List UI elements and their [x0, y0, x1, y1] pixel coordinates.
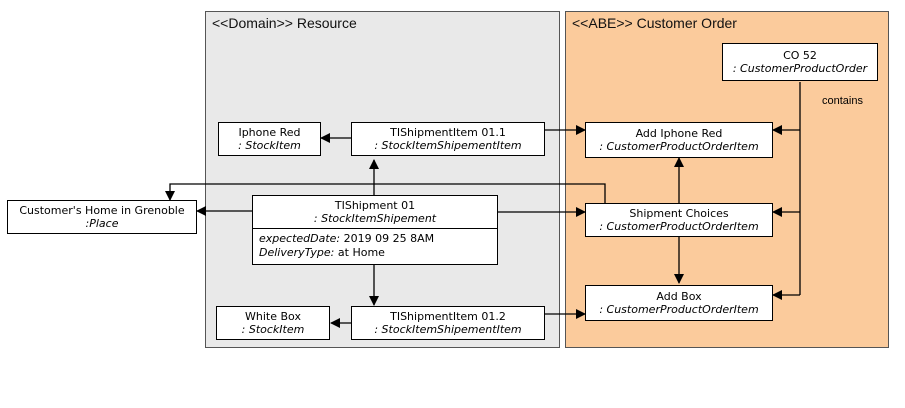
object-ti-shipment-item-012[interactable]: TIShipmentItem 01.2 : StockItemShipement…	[351, 306, 545, 340]
resource-region: <<Domain>> Resource	[205, 11, 560, 348]
object-type: : CustomerProductOrderItem	[599, 220, 759, 233]
customer-order-region-title: <<ABE>> Customer Order	[572, 15, 737, 31]
attr-delivery-type: DeliveryType: at Home	[259, 246, 385, 259]
object-name: CO 52	[783, 49, 817, 62]
object-type: : CustomerProductOrderItem	[599, 303, 759, 316]
object-type: : StockItem	[241, 323, 305, 336]
object-name: Shipment Choices	[629, 207, 729, 220]
object-type: : StockItemShipementItem	[374, 323, 522, 336]
object-co52[interactable]: CO 52 : CustomerProductOrder	[722, 43, 878, 81]
object-name: Iphone Red	[238, 126, 301, 139]
object-ti-shipment-01[interactable]: TIShipment 01 : StockItemShipement	[252, 195, 498, 229]
object-type: : StockItemShipement	[313, 212, 437, 225]
object-type: : StockItem	[238, 139, 301, 152]
object-type: : CustomerProductOrderItem	[599, 140, 759, 153]
object-add-box[interactable]: Add Box : CustomerProductOrderItem	[585, 285, 773, 321]
object-name: White Box	[245, 310, 301, 323]
attr-expected-date: expectedDate: 2019 09 25 8AM	[259, 232, 435, 245]
object-type: :Place	[85, 217, 119, 230]
object-name: TIShipment 01	[334, 199, 416, 212]
link-choices-home	[165, 183, 606, 203]
object-ti-shipment-attributes: expectedDate: 2019 09 25 8AM DeliveryTyp…	[252, 228, 498, 265]
object-ti-shipment-item-011[interactable]: TIShipmentItem 01.1 : StockItemShipement…	[351, 122, 545, 156]
object-name: Customer's Home in Grenoble	[19, 204, 185, 217]
object-type: : CustomerProductOrder	[732, 62, 868, 75]
object-white-box[interactable]: White Box : StockItem	[216, 306, 330, 340]
object-name: Add Box	[656, 290, 702, 303]
object-customer-home[interactable]: Customer's Home in Grenoble :Place	[7, 200, 197, 234]
resource-region-title: <<Domain>> Resource	[212, 15, 357, 31]
object-name: TIShipmentItem 01.2	[390, 310, 506, 323]
object-name: Add Iphone Red	[635, 127, 723, 140]
object-type: : StockItemShipementItem	[374, 139, 522, 152]
contains-label: contains	[822, 95, 863, 107]
object-iphone-red[interactable]: Iphone Red : StockItem	[218, 122, 321, 156]
object-shipment-choices[interactable]: Shipment Choices : CustomerProductOrderI…	[585, 203, 773, 237]
object-name: TIShipmentItem 01.1	[390, 126, 506, 139]
object-add-iphone-red[interactable]: Add Iphone Red : CustomerProductOrderIte…	[585, 122, 773, 158]
